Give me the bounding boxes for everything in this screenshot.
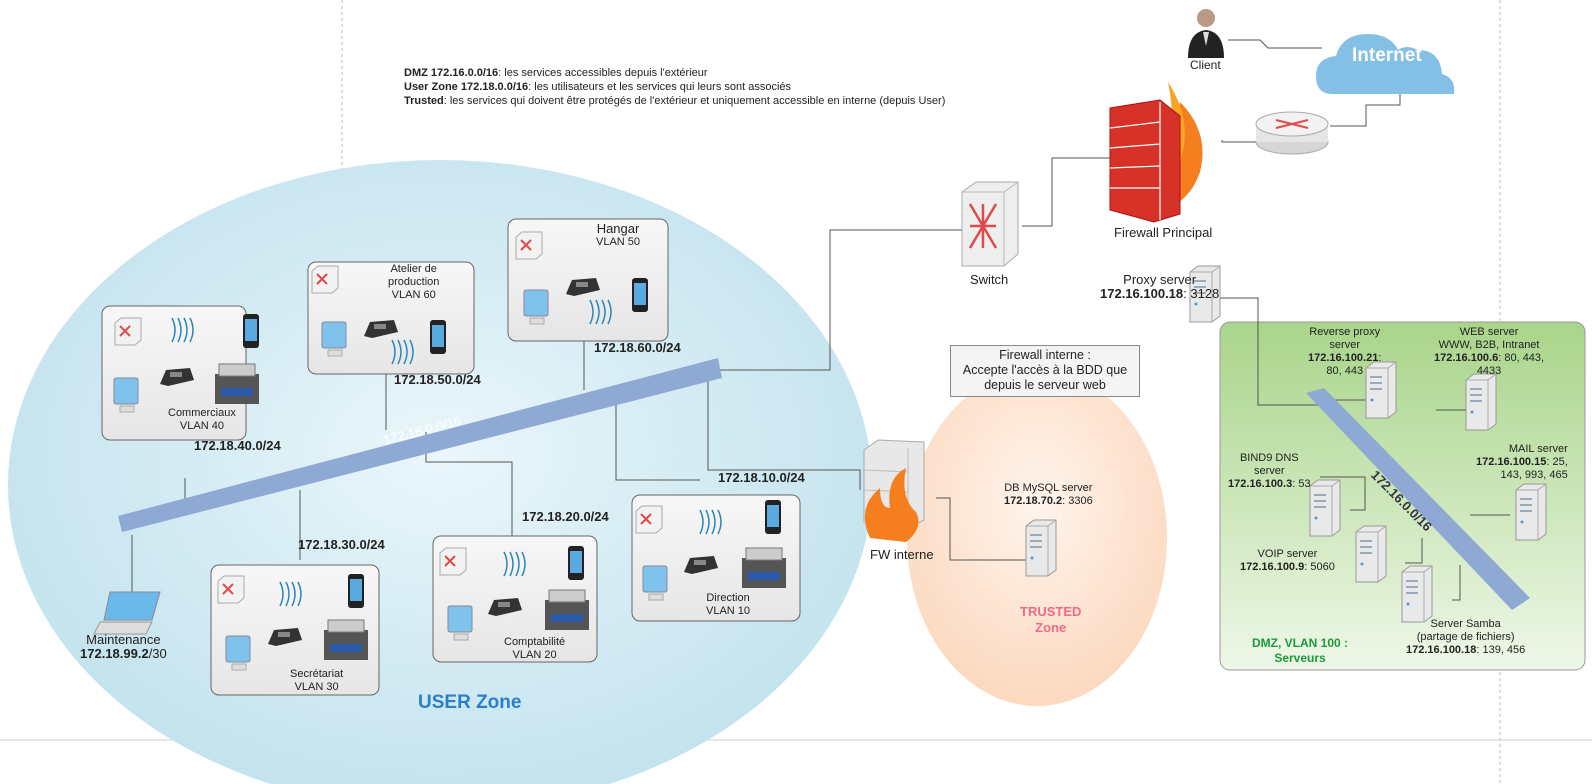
comptabilite-net: 172.18.20.0/24 — [522, 509, 609, 524]
dmz-backbone — [1306, 388, 1530, 610]
hangar-net: 172.18.60.0/24 — [594, 340, 681, 355]
commerciaux-label: Commerciaux VLAN 40 — [168, 407, 236, 432]
legend-user: User Zone 172.18.0.0/16: les utilisateur… — [404, 81, 792, 93]
samba-server-label: Server Samba (partage de fichiers) 172.1… — [1406, 618, 1526, 656]
dns-server-icon — [1309, 479, 1341, 537]
secretariat-label: Secrétariat VLAN 30 — [290, 668, 344, 693]
proxy-label: Proxy server 172.16.100.18: 3128 — [1100, 272, 1220, 301]
group-direction — [631, 494, 801, 622]
atelier-net: 172.18.50.0/24 — [394, 372, 481, 387]
comptabilite-label: Comptabilité VLAN 20 — [504, 636, 566, 661]
fw-interne-label: FW interne — [870, 547, 934, 562]
reverse-proxy-label: Reverse proxy server 172.16.100.21: 80, … — [1308, 326, 1382, 377]
firewall-principal-icon — [1109, 82, 1203, 223]
user-zone-label: USER Zone — [418, 692, 522, 713]
fw-interne-icon — [863, 439, 925, 542]
legend-trusted: Trusted: les services qui doivent être p… — [404, 95, 946, 107]
user-backbone — [118, 358, 722, 532]
dmz-zone-label: DMZ, VLAN 100 : Serveurs — [1252, 636, 1349, 665]
trusted-zone-label: TRUSTED Zone — [1020, 604, 1082, 635]
legend-dmz: DMZ 172.16.0.0/16: les services accessib… — [404, 67, 708, 79]
web-server-icon — [1465, 373, 1497, 431]
atelier-label: Atelier de production VLAN 60 — [388, 263, 440, 301]
mail-server-icon — [1515, 483, 1547, 541]
legend: DMZ 172.16.0.0/16: les services accessib… — [404, 66, 945, 108]
voip-server-label: VOIP server 172.16.100.9: 5060 — [1240, 548, 1335, 573]
firewall-principal-label: Firewall Principal — [1114, 225, 1213, 240]
laptop-icon — [93, 591, 161, 635]
client-person-icon — [1188, 9, 1224, 58]
fw-interne-note: Firewall interne : Accepte l'accès à la … — [950, 345, 1140, 397]
mail-server-label: MAIL server 172.16.100.15: 25, 143, 993,… — [1476, 443, 1568, 481]
samba-server-icon — [1401, 565, 1433, 623]
secretariat-net: 172.18.30.0/24 — [298, 537, 385, 552]
dns-server-label: BIND9 DNS server 172.16.100.3: 53 — [1228, 452, 1311, 490]
maintenance-label: Maintenance 172.18.99.2/30 — [80, 632, 167, 661]
db-label: DB MySQL server 172.18.70.2: 3306 — [1004, 482, 1093, 507]
direction-net: 172.18.10.0/24 — [718, 470, 805, 485]
internet-cloud — [1316, 34, 1455, 94]
switch-icon — [961, 181, 1019, 267]
voip-server-icon — [1355, 525, 1387, 583]
client-label: Client — [1190, 58, 1221, 72]
switch-label: Switch — [970, 272, 1009, 287]
internet-label: Internet — [1352, 45, 1422, 66]
direction-label: Direction VLAN 10 — [706, 592, 751, 617]
hangar-label: Hangar VLAN 50 — [596, 221, 641, 249]
router-icon — [1255, 111, 1329, 155]
db-server-icon — [1025, 519, 1057, 577]
commerciaux-net: 172.18.40.0/24 — [194, 438, 281, 453]
web-server-label: WEB server WWW, B2B, Intranet 172.16.100… — [1434, 326, 1545, 377]
